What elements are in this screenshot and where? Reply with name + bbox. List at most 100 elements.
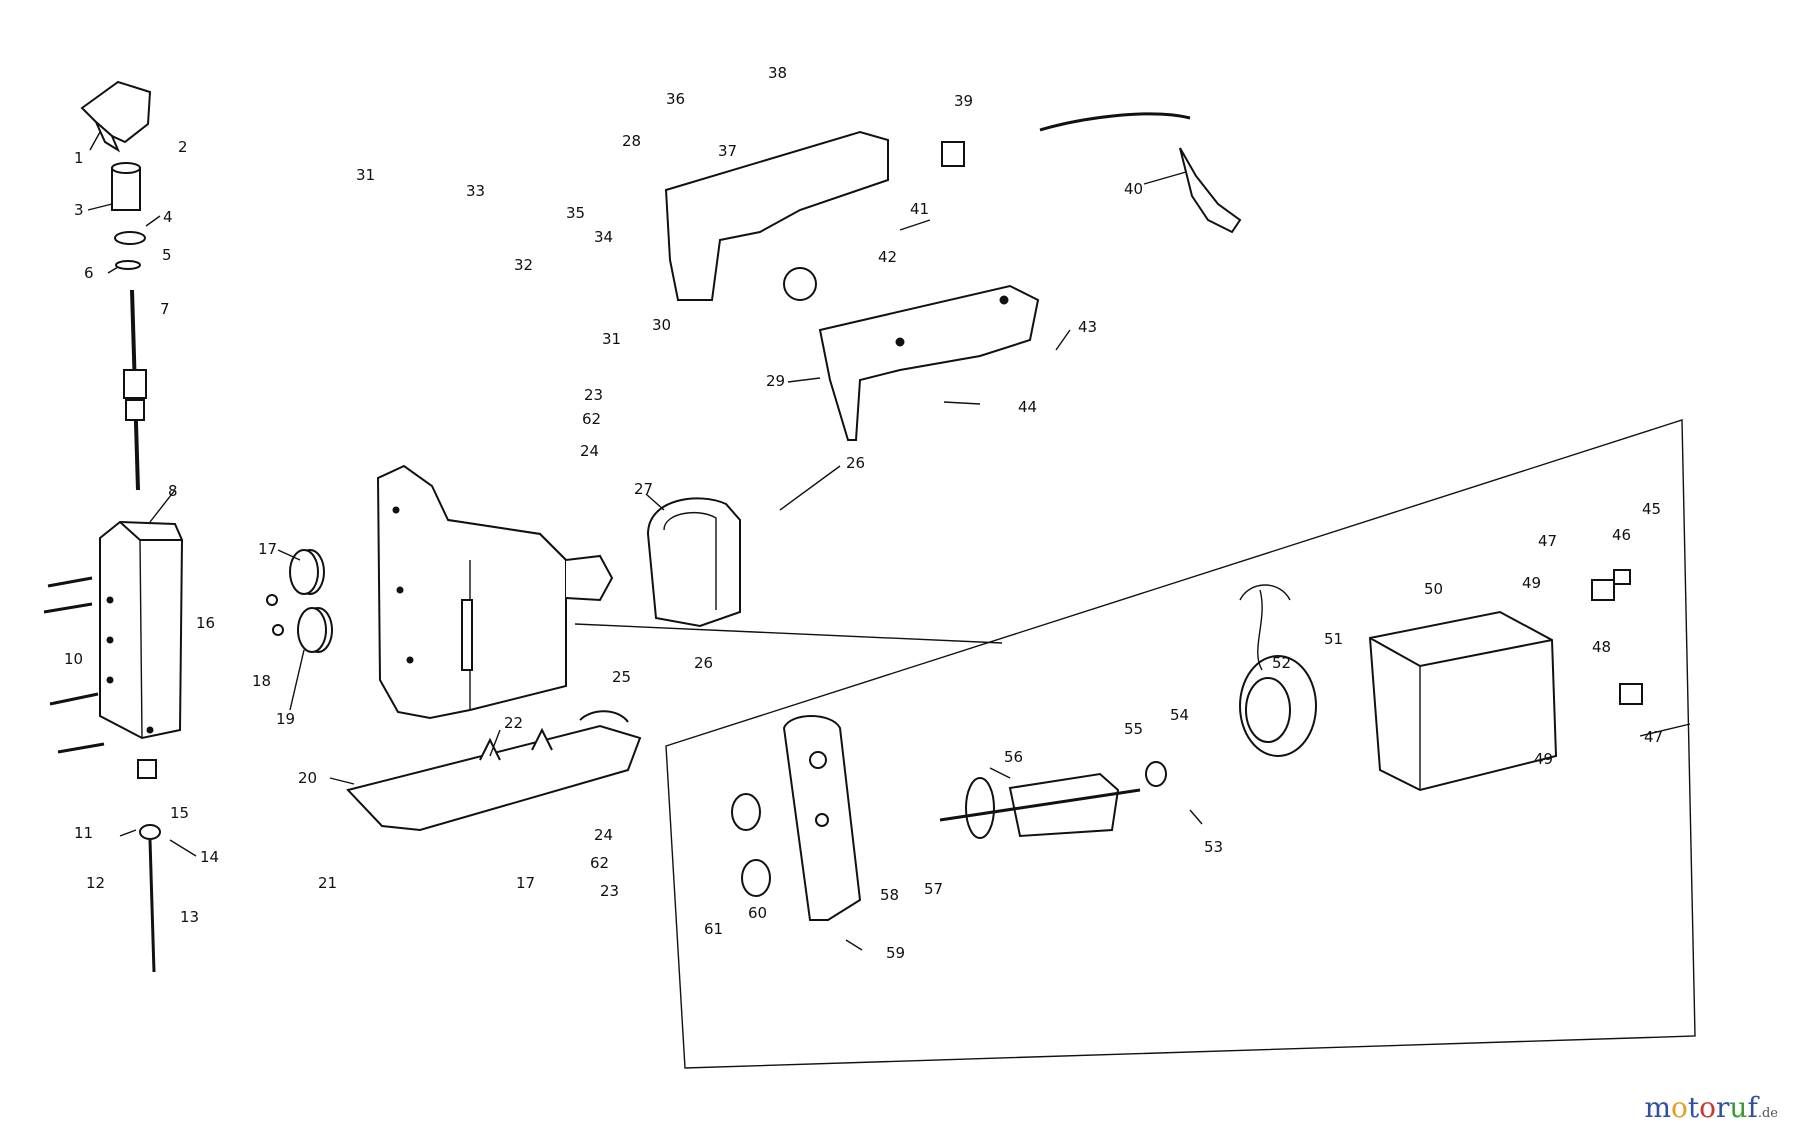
watermark-letter: f: [1747, 1091, 1758, 1124]
label-53: 53: [1204, 838, 1223, 856]
watermark-letter: t: [1687, 1091, 1700, 1124]
label-1: 1: [74, 149, 84, 167]
label-44: 44: [1018, 398, 1037, 416]
label-25: 25: [612, 668, 631, 686]
label-10: 10: [64, 650, 83, 668]
label-26a: 26: [694, 654, 713, 672]
label-36: 36: [666, 90, 685, 108]
screws-10: [43, 576, 105, 754]
part-labels: 1 2 3 4 5 6 7 8 10 11 12 13 14 15 16 17 …: [64, 64, 1663, 962]
label-42: 42: [878, 248, 897, 266]
inset-connector-line: [574, 623, 1003, 644]
label-60: 60: [748, 904, 767, 922]
label-3: 3: [74, 201, 84, 219]
leader-lines: [87, 131, 1691, 951]
motor-housing-part: [376, 464, 614, 720]
motoruf-watermark-logo: motoruf.de: [1644, 1091, 1778, 1124]
label-23b: 23: [600, 882, 619, 900]
ring-part: [115, 260, 141, 270]
label-15: 15: [170, 804, 189, 822]
label-24b: 24: [594, 826, 613, 844]
label-45: 45: [1642, 500, 1661, 518]
label-58: 58: [880, 886, 899, 904]
label-52: 52: [1272, 654, 1291, 672]
label-22: 22: [504, 714, 523, 732]
label-24a: 24: [580, 442, 599, 460]
blade-clamp-part: [139, 824, 161, 973]
label-5: 5: [162, 246, 172, 264]
washer-18a: [266, 594, 278, 606]
watermark-letter: r: [1716, 1091, 1730, 1124]
watermark-letter: o: [1699, 1091, 1717, 1124]
switch-39: [941, 141, 965, 167]
label-23a: 23: [584, 386, 603, 404]
label-48: 48: [1592, 638, 1611, 656]
label-32: 32: [514, 256, 533, 274]
bushing-part: [137, 759, 157, 779]
bearing-55: [1145, 761, 1167, 787]
label-34: 34: [594, 228, 613, 246]
label-41: 41: [910, 200, 929, 218]
gear-17: [289, 549, 325, 595]
field-coil-52: [1239, 584, 1317, 757]
bearing-60a: [731, 793, 761, 831]
armature-56: [939, 772, 1141, 839]
label-6: 6: [84, 264, 94, 282]
label-28: 28: [622, 132, 641, 150]
watermark-letters: motoruf: [1644, 1091, 1757, 1124]
label-2: 2: [178, 138, 188, 156]
label-26b: 26: [846, 454, 865, 472]
gearbox-plate-59: [782, 715, 862, 921]
watermark-letter: o: [1671, 1091, 1688, 1124]
label-49a: 49: [1522, 574, 1541, 592]
plunger-rod-part: [123, 289, 147, 491]
label-14: 14: [200, 848, 219, 866]
watermark-letter: u: [1729, 1091, 1748, 1124]
label-17b: 17: [516, 874, 535, 892]
label-37: 37: [718, 142, 737, 160]
label-29: 29: [766, 372, 785, 390]
label-16: 16: [196, 614, 215, 632]
label-38: 38: [768, 64, 787, 82]
label-57: 57: [924, 880, 943, 898]
brush-holder-48: [1591, 579, 1643, 705]
label-51: 51: [1324, 630, 1343, 648]
label-55: 55: [1124, 720, 1143, 738]
label-11: 11: [74, 824, 93, 842]
label-39: 39: [954, 92, 973, 110]
motor-housing-50: [1368, 610, 1558, 792]
label-8: 8: [168, 482, 178, 500]
label-4: 4: [163, 208, 173, 226]
label-13: 13: [180, 908, 199, 926]
blade-knob-part: [80, 80, 152, 153]
label-7: 7: [160, 300, 170, 318]
label-17: 17: [258, 540, 277, 558]
label-49b: 49: [1534, 750, 1553, 768]
label-33: 33: [466, 182, 485, 200]
label-46: 46: [1612, 526, 1631, 544]
power-cord-40: [1039, 112, 1242, 234]
label-59: 59: [886, 944, 905, 962]
label-62b: 62: [590, 854, 609, 872]
label-47b: 47: [1644, 728, 1663, 746]
label-21: 21: [318, 874, 337, 892]
gear-19: [297, 607, 333, 653]
washer-part: [114, 231, 146, 245]
watermark-domain: .de: [1757, 1106, 1778, 1121]
label-40: 40: [1124, 180, 1143, 198]
label-12: 12: [86, 874, 105, 892]
brush-46: [1613, 569, 1631, 585]
watermark-letter: m: [1644, 1091, 1672, 1124]
label-27: 27: [634, 480, 653, 498]
label-54: 54: [1170, 706, 1189, 724]
handle-half-29: [818, 284, 1040, 441]
label-20: 20: [298, 769, 317, 787]
label-43: 43: [1078, 318, 1097, 336]
label-47a: 47: [1538, 532, 1557, 550]
bearing-60b: [741, 859, 771, 897]
label-19: 19: [276, 710, 295, 728]
label-61: 61: [704, 920, 723, 938]
motor-inset-frame: [665, 419, 1696, 1069]
label-56: 56: [1004, 748, 1023, 766]
